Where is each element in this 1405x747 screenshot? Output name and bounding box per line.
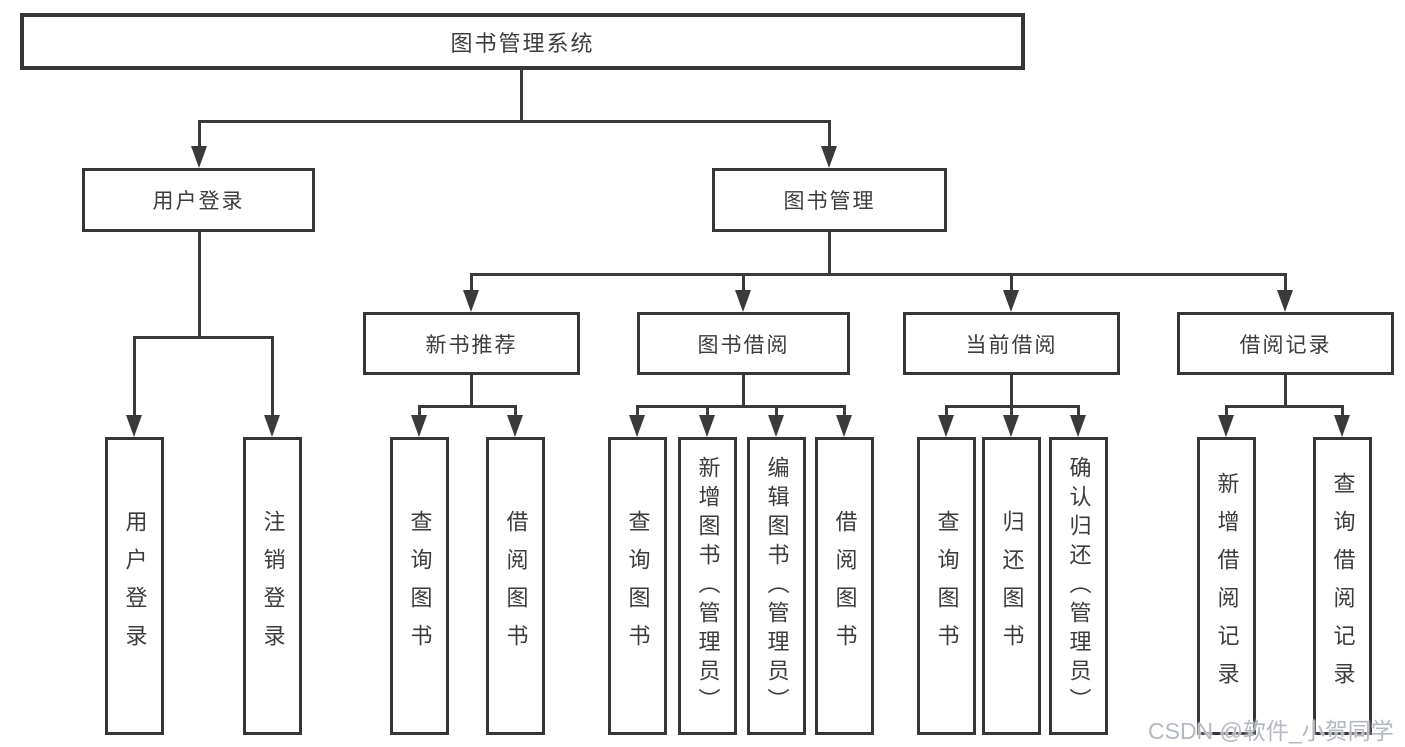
leaf-bb-query-books: 查询图书 — [608, 437, 667, 735]
connector-root-stem — [520, 70, 523, 122]
arrowhead-down-icon — [821, 146, 837, 168]
csdn-watermark: CSDN @软件_小贺同学 — [1148, 718, 1394, 744]
connector-line — [945, 405, 948, 417]
arrowhead-down-icon — [1003, 290, 1019, 312]
connector-book-mgmt-stem — [828, 232, 831, 275]
leaf-bb-borrow-books: 借阅图书 — [815, 437, 874, 735]
leaf-user-login-label: 用户登录 — [122, 510, 148, 662]
leaf-bb-edit-books: 编辑图书（管理员） — [747, 437, 806, 735]
connector-group-bar — [418, 405, 517, 408]
node-book-borrowing-label: 图书借阅 — [697, 333, 790, 357]
connector-line — [1341, 405, 1344, 417]
node-borrowing-records: 借阅记录 — [1177, 312, 1394, 375]
node-user-login-label: 用户登录 — [152, 190, 245, 213]
node-new-book-recommend: 新书推荐 — [363, 312, 580, 375]
leaf-bb-borrow-books-label: 借阅图书 — [832, 510, 858, 662]
leaf-bb-add-books-label: 新增图书（管理员） — [695, 455, 721, 717]
arrowhead-down-icon — [938, 415, 954, 437]
node-book-borrowing: 图书借阅 — [637, 312, 850, 375]
leaf-bb-add-books: 新增图书（管理员） — [678, 437, 737, 735]
connector-user-login-stem — [198, 232, 201, 338]
leaf-nb-borrow-books: 借阅图书 — [486, 437, 545, 735]
connector-line — [1010, 405, 1013, 417]
connector-level2-bar — [198, 120, 831, 123]
arrowhead-down-icon — [699, 415, 715, 437]
connector-user-login-bar — [133, 336, 274, 339]
connector-group-bar — [1225, 405, 1344, 408]
leaf-nb-borrow-books-label: 借阅图书 — [503, 510, 529, 662]
connector-line — [514, 405, 517, 417]
arrowhead-down-icon — [411, 415, 427, 437]
arrowhead-down-icon — [1003, 415, 1019, 437]
arrowhead-down-icon — [735, 290, 751, 312]
connector-line — [742, 273, 745, 292]
connector-line — [470, 273, 473, 292]
arrowhead-down-icon — [836, 415, 852, 437]
leaf-bb-query-books-label: 查询图书 — [625, 510, 651, 662]
connector-line — [470, 375, 473, 407]
leaf-logout-label: 注销登录 — [260, 510, 286, 662]
connector-line — [843, 405, 846, 417]
connector-line — [1010, 375, 1013, 407]
arrowhead-down-icon — [1277, 290, 1293, 312]
node-root-label: 图书管理系统 — [450, 30, 595, 56]
leaf-br-query-record-label: 查询借阅记录 — [1330, 472, 1356, 700]
leaf-cb-query-books-label: 查询图书 — [934, 510, 960, 662]
arrowhead-down-icon — [264, 415, 280, 437]
connector-line — [706, 405, 709, 417]
connector-line — [1225, 405, 1228, 417]
connector-line — [271, 336, 274, 416]
node-book-management-label: 图书管理 — [783, 190, 876, 213]
connector-line — [418, 405, 421, 417]
connector-line — [133, 336, 136, 416]
connector-line — [636, 405, 639, 417]
leaf-br-add-record-label: 新增借阅记录 — [1214, 472, 1240, 700]
leaf-nb-query-books-label: 查询图书 — [407, 510, 433, 662]
node-book-management: 图书管理 — [712, 168, 947, 232]
leaf-bb-edit-books-label: 编辑图书（管理员） — [764, 455, 790, 717]
connector-line — [1077, 405, 1080, 417]
connector-group-bar — [636, 405, 846, 408]
leaf-cb-return-books: 归还图书 — [982, 437, 1041, 735]
node-borrowing-records-label: 借阅记录 — [1239, 333, 1332, 357]
leaf-user-login: 用户登录 — [105, 437, 164, 735]
node-user-login: 用户登录 — [82, 168, 315, 232]
connector-line — [1284, 375, 1287, 407]
node-current-borrowing-label: 当前借阅 — [965, 333, 1058, 357]
leaf-cb-confirm-return-label: 确认归还（管理员） — [1066, 455, 1092, 717]
leaf-nb-query-books: 查询图书 — [390, 437, 449, 735]
arrowhead-down-icon — [463, 290, 479, 312]
arrowhead-down-icon — [768, 415, 784, 437]
leaf-logout: 注销登录 — [243, 437, 302, 735]
leaf-br-add-record: 新增借阅记录 — [1197, 437, 1256, 735]
node-new-book-recommend-label: 新书推荐 — [425, 333, 518, 357]
leaf-cb-return-books-label: 归还图书 — [999, 510, 1025, 662]
arrowhead-down-icon — [507, 415, 523, 437]
arrowhead-down-icon — [191, 146, 207, 168]
leaf-cb-confirm-return: 确认归还（管理员） — [1049, 437, 1108, 735]
node-current-borrowing: 当前借阅 — [903, 312, 1120, 375]
arrowhead-down-icon — [1334, 415, 1350, 437]
leaf-cb-query-books: 查询图书 — [917, 437, 976, 735]
node-root: 图书管理系统 — [20, 13, 1025, 70]
connector-line — [1010, 273, 1013, 292]
connector-line — [828, 120, 831, 148]
leaf-br-query-record: 查询借阅记录 — [1313, 437, 1372, 735]
arrowhead-down-icon — [1070, 415, 1086, 437]
arrowhead-down-icon — [126, 415, 142, 437]
connector-line — [198, 120, 201, 148]
connector-line — [1284, 273, 1287, 292]
arrowhead-down-icon — [629, 415, 645, 437]
connector-line — [742, 375, 745, 407]
connector-level3-bar — [470, 273, 1287, 276]
arrowhead-down-icon — [1218, 415, 1234, 437]
connector-line — [775, 405, 778, 417]
